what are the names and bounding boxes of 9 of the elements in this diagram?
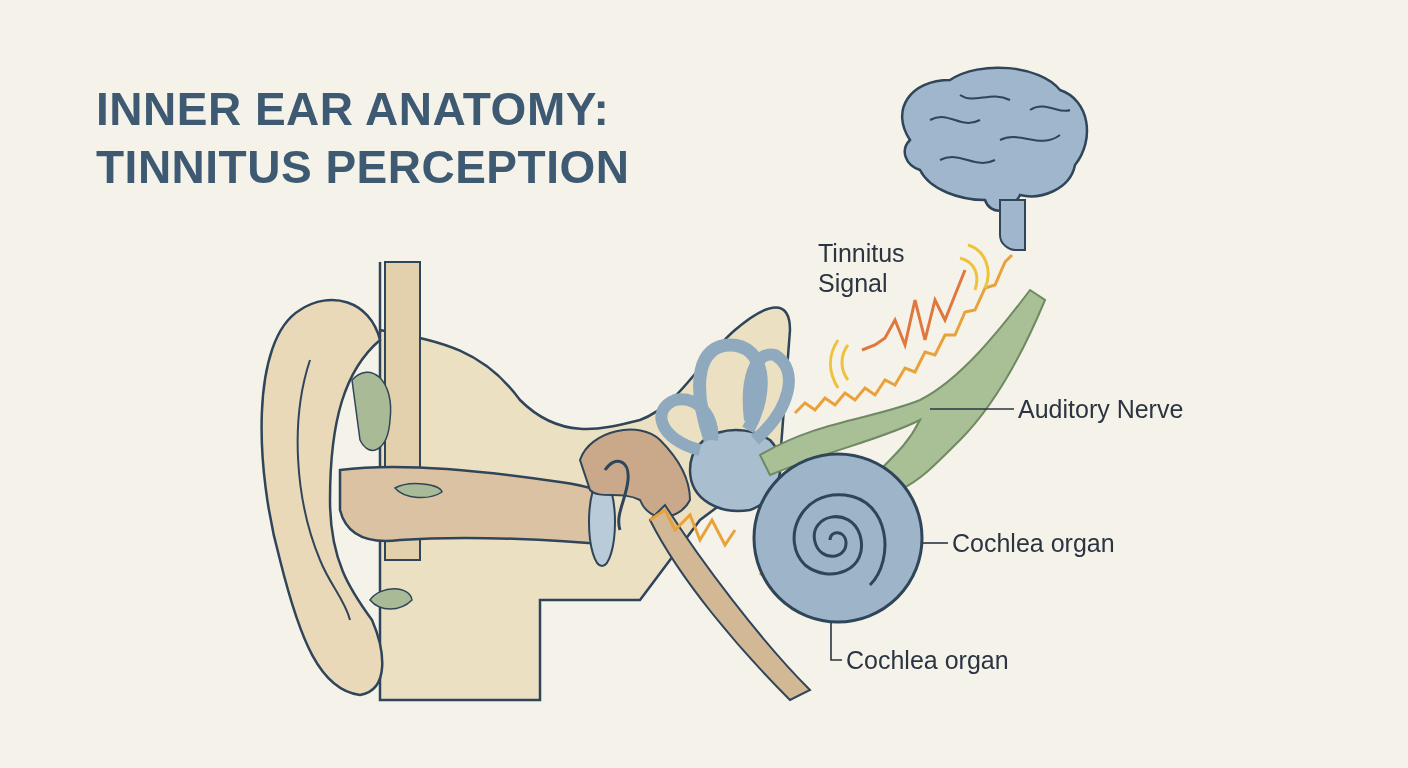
leader-line <box>929 408 1015 410</box>
signal-label: Tinnitus Signal <box>818 238 906 298</box>
cochlea-drawing <box>752 452 924 624</box>
part-label: Auditory Nerve <box>1018 394 1184 424</box>
leader-line <box>922 542 949 544</box>
part-label: Cochlea organ <box>952 528 1115 558</box>
part-label: Cochlea organ <box>846 645 1009 675</box>
leader-line <box>830 622 843 661</box>
diagram-title: INNER EAR ANATOMY: TINNITUS PERCEPTION <box>96 82 631 195</box>
